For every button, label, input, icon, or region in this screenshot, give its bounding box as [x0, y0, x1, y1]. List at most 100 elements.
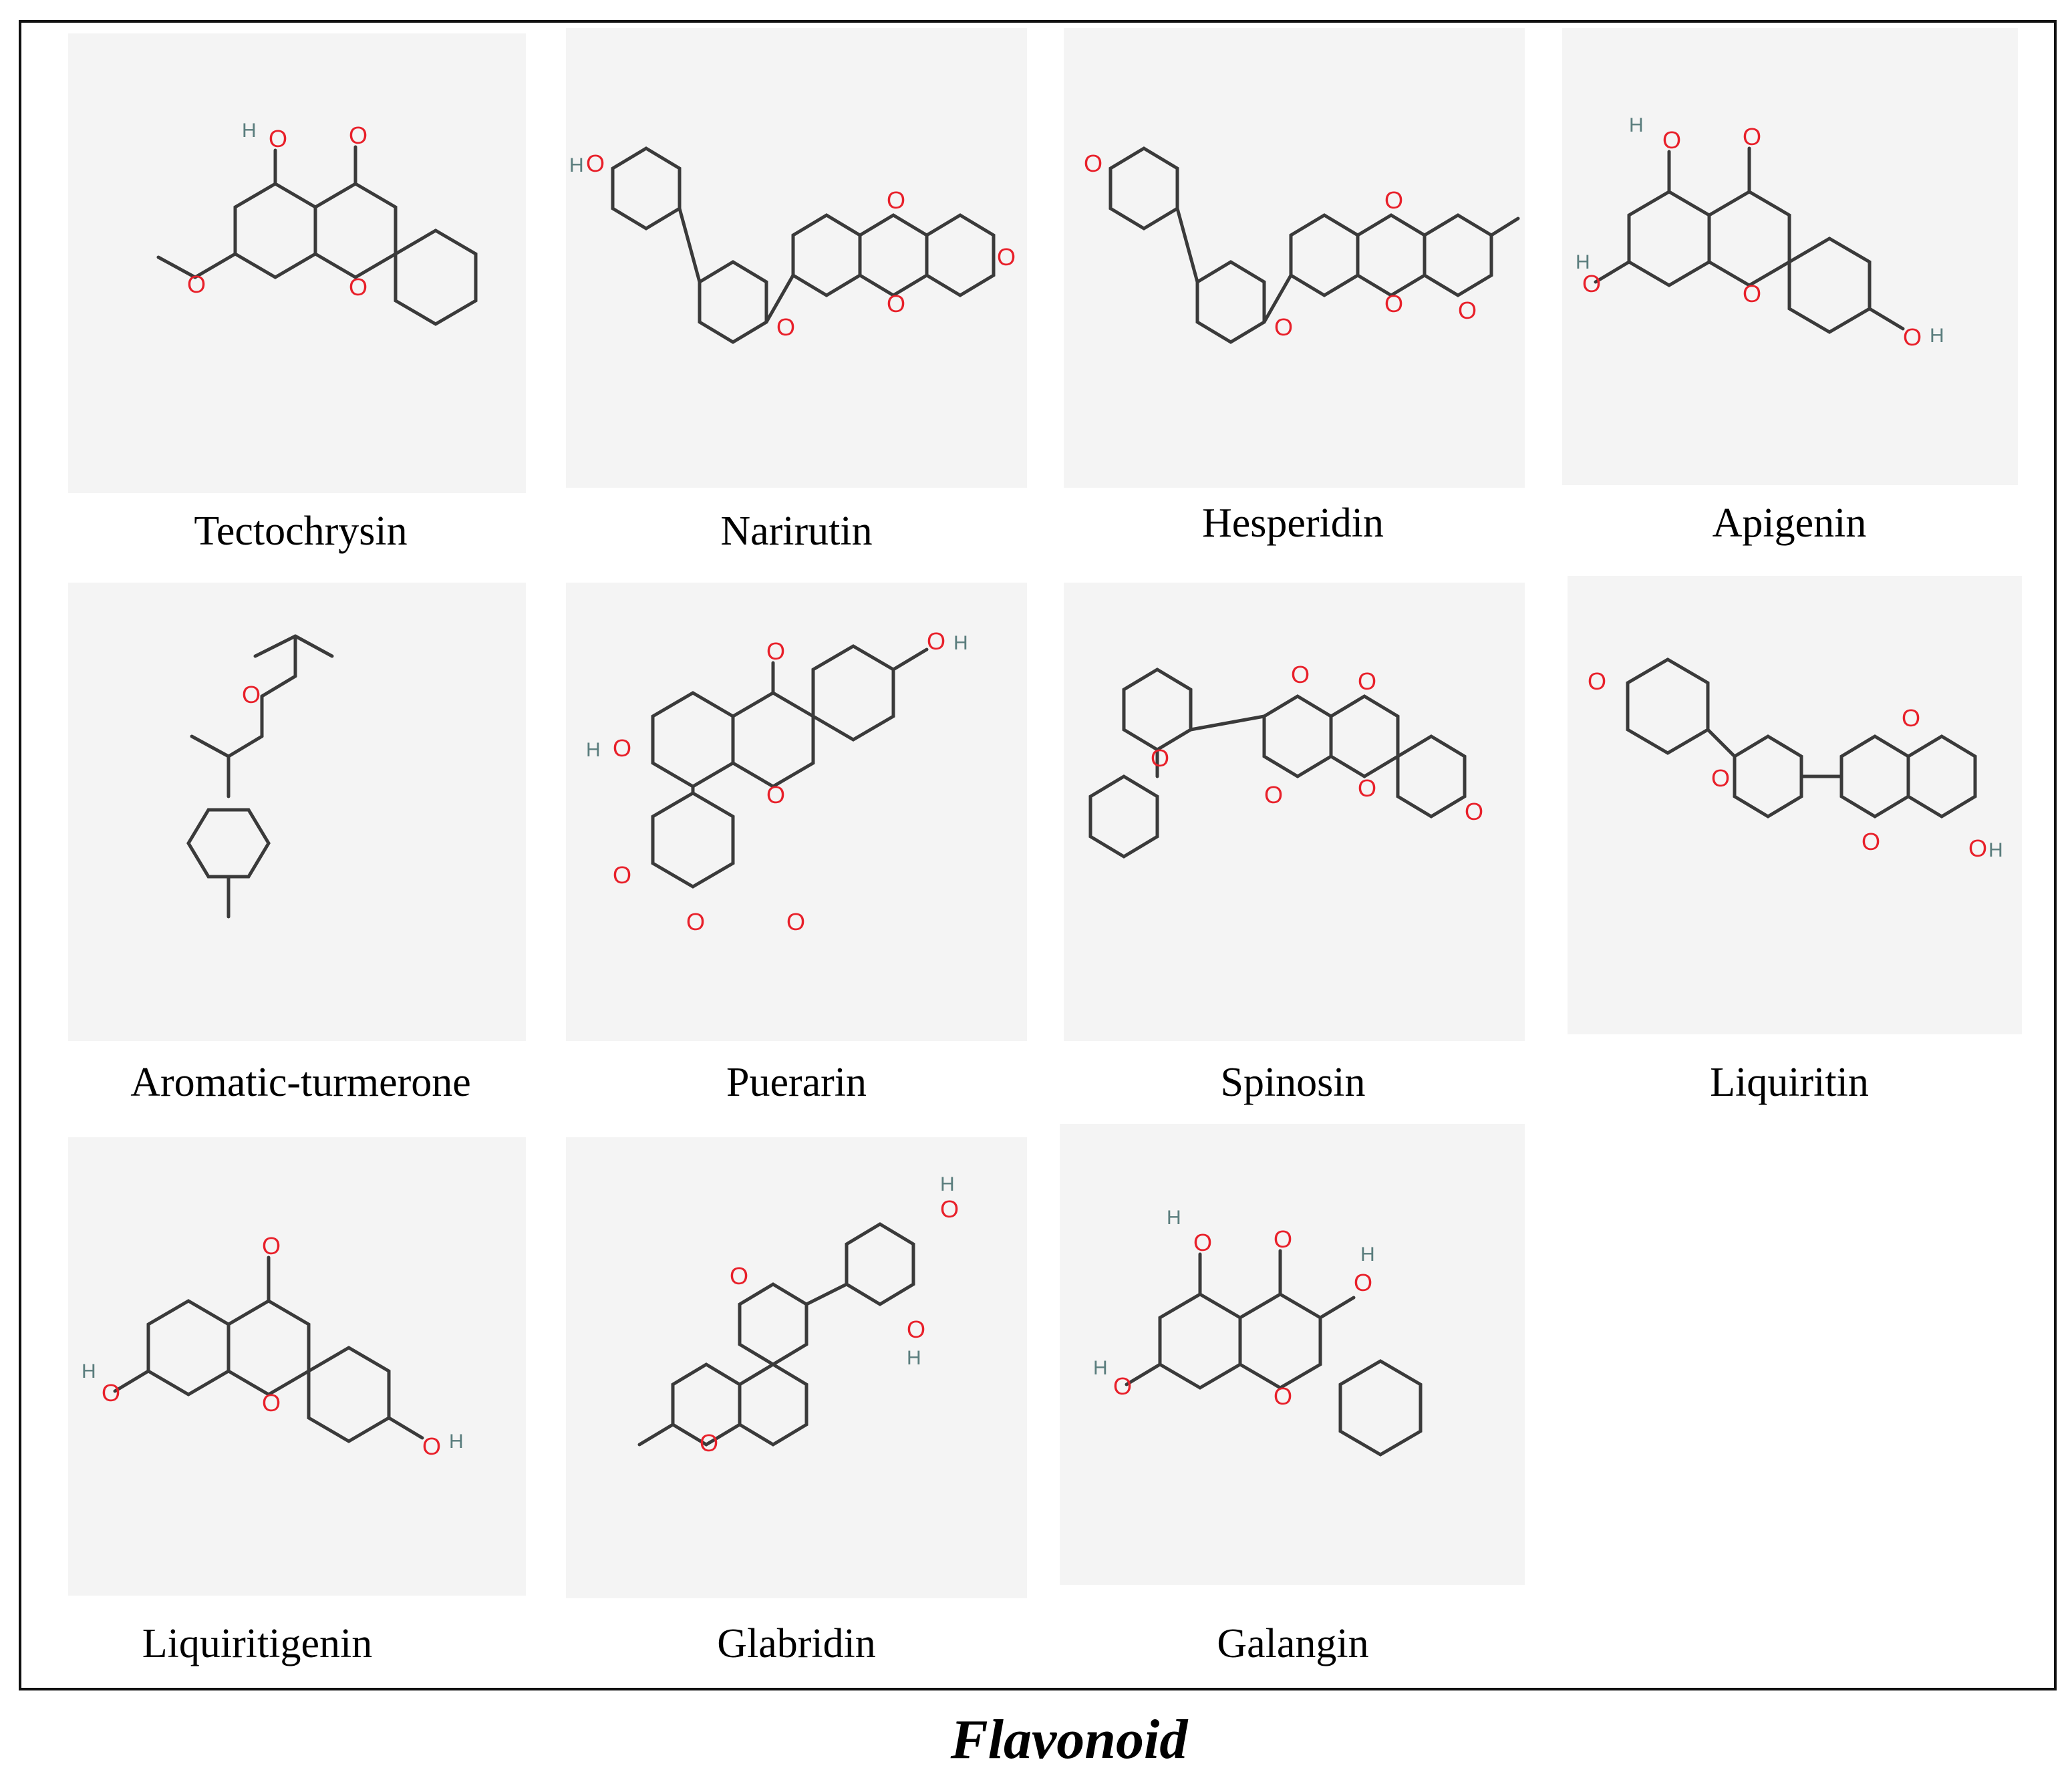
svg-text:O: O	[907, 1316, 925, 1343]
svg-text:O: O	[686, 908, 705, 935]
svg-text:H: H	[940, 1173, 955, 1195]
svg-text:H: H	[1988, 839, 2003, 861]
svg-text:H: H	[1629, 114, 1644, 136]
svg-text:O: O	[1662, 126, 1681, 154]
svg-text:O: O	[1274, 1382, 1292, 1410]
svg-text:H: H	[586, 739, 601, 761]
flavone-structure-icon: O O H O O	[156, 120, 478, 326]
compound-name: Narirutin	[720, 508, 873, 554]
svg-text:H: H	[1093, 1357, 1108, 1379]
flavanone-glycoside-structure-icon: O O O O O	[1084, 146, 1520, 344]
svg-text:O: O	[766, 637, 785, 665]
svg-text:O: O	[102, 1379, 120, 1407]
svg-text:O: O	[1711, 764, 1730, 792]
svg-text:H: H	[1930, 325, 1944, 347]
svg-text:O: O	[586, 150, 605, 177]
svg-text:H: H	[449, 1431, 464, 1453]
svg-text:O: O	[1743, 280, 1761, 307]
compound-name: Spinosin	[1220, 1060, 1366, 1105]
compound-name: Tectochrysin	[194, 508, 408, 554]
structure-tile-tectochrysin: O O H O O	[68, 33, 526, 493]
flavone-structure-icon: O O H O H O H O	[1576, 114, 1944, 351]
svg-text:O: O	[887, 186, 905, 214]
structure-tile-apigenin: O O H O H O H O	[1562, 28, 2018, 485]
svg-text:H: H	[242, 120, 257, 142]
svg-text:O: O	[1264, 781, 1283, 808]
svg-text:O: O	[997, 243, 1016, 271]
svg-text:O: O	[262, 1232, 281, 1260]
structure-tile-hesperidin: O O O O O	[1064, 28, 1525, 488]
isoflavan-structure-icon: O O O H O H	[637, 1173, 959, 1457]
svg-text:O: O	[1274, 1225, 1292, 1253]
svg-text:O: O	[242, 681, 261, 708]
structure-tile-spinosin: O O O O O O	[1064, 583, 1525, 1041]
svg-text:O: O	[786, 908, 805, 935]
svg-text:O: O	[262, 1389, 281, 1417]
flavone-c-glycoside-structure-icon: O O O O O O	[1088, 661, 1483, 859]
svg-text:O: O	[700, 1429, 718, 1457]
compound-name: Aromatic-turmerone	[130, 1060, 471, 1105]
svg-text:O: O	[613, 734, 631, 762]
svg-text:H: H	[82, 1360, 96, 1382]
svg-text:O: O	[1274, 313, 1293, 341]
compound-name: Glabridin	[717, 1621, 876, 1666]
svg-text:O: O	[1903, 323, 1922, 351]
svg-text:O: O	[1113, 1372, 1132, 1400]
svg-text:H: H	[1167, 1207, 1181, 1229]
svg-text:O: O	[887, 290, 905, 317]
svg-text:O: O	[927, 627, 945, 655]
flavanone-glycoside-structure-icon: O O O O O H	[569, 146, 1016, 344]
svg-text:O: O	[1084, 150, 1102, 177]
structure-tile-liquiritin: O O O H O O	[1568, 576, 2022, 1034]
svg-text:O: O	[1968, 835, 1987, 862]
svg-text:O: O	[187, 271, 206, 298]
svg-text:O: O	[613, 861, 631, 889]
structure-tile-narirutin: O O O O O H	[566, 28, 1027, 488]
svg-text:O: O	[1384, 290, 1403, 317]
compound-name: Hesperidin	[1201, 500, 1384, 546]
structure-tile-puerarin: O O H O H O O O O	[566, 583, 1027, 1041]
svg-text:H: H	[953, 632, 968, 654]
structure-tile-glabridin: O O O H O H	[566, 1137, 1027, 1598]
svg-text:O: O	[349, 273, 367, 301]
svg-text:H: H	[1360, 1243, 1375, 1266]
svg-text:O: O	[269, 125, 287, 152]
svg-text:O: O	[1354, 1269, 1372, 1296]
svg-text:O: O	[1291, 661, 1310, 688]
svg-text:H: H	[1576, 251, 1590, 273]
svg-text:O: O	[1358, 774, 1376, 802]
svg-text:O: O	[766, 781, 785, 808]
svg-text:O: O	[1193, 1229, 1212, 1256]
svg-text:O: O	[1902, 704, 1920, 732]
compound-name: Liquiritin	[1710, 1060, 1869, 1105]
compound-name: Galangin	[1217, 1621, 1369, 1666]
svg-text:O: O	[1588, 668, 1606, 695]
svg-text:O: O	[1358, 668, 1376, 695]
structure-tile-aromatic-turmerone: O	[68, 583, 526, 1041]
svg-text:O: O	[730, 1262, 748, 1290]
svg-text:H: H	[907, 1347, 921, 1369]
compound-name: Liquiritigenin	[142, 1621, 373, 1666]
svg-text:O: O	[1465, 798, 1483, 825]
sesquiterpene-structure-icon: O	[186, 634, 334, 919]
svg-text:O: O	[1384, 186, 1403, 214]
figure-frame	[19, 20, 2057, 1690]
structure-tile-liquiritigenin: O O H O O H	[68, 1137, 526, 1596]
compound-name: Apigenin	[1712, 500, 1867, 546]
svg-text:H: H	[569, 154, 584, 176]
svg-text:O: O	[1743, 123, 1761, 150]
flavanone-structure-icon: O O H O O H	[82, 1232, 464, 1460]
svg-text:O: O	[1862, 828, 1880, 855]
structure-tile-galangin: O O H O H O H O	[1060, 1124, 1525, 1585]
compound-name: Puerarin	[726, 1060, 867, 1105]
flavanone-glycoside-structure-icon: O O O H O O	[1588, 657, 2003, 862]
svg-text:O: O	[776, 313, 795, 341]
svg-text:O: O	[422, 1433, 441, 1460]
svg-text:O: O	[1458, 297, 1477, 324]
isoflavone-c-glycoside-structure-icon: O O H O H O O O O	[586, 627, 968, 935]
svg-text:O: O	[1582, 270, 1601, 297]
flavonol-structure-icon: O O H O H O H O	[1093, 1207, 1423, 1457]
svg-text:O: O	[940, 1195, 959, 1223]
svg-text:O: O	[349, 122, 367, 149]
svg-text:O: O	[1151, 744, 1169, 772]
